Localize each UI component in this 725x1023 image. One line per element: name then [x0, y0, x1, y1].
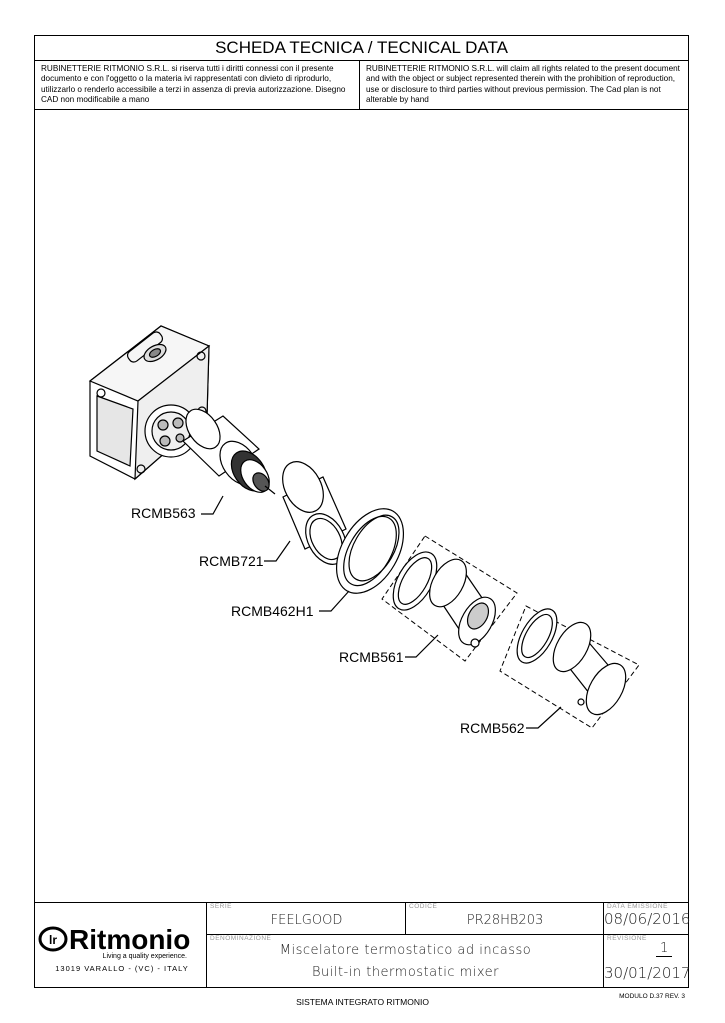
footer-system: SISTEMA INTEGRATO RITMONIO	[296, 997, 429, 1007]
leader-rcmb561	[405, 634, 439, 658]
data-revisione-value: 30/01/2017	[604, 964, 691, 982]
codice-cell: CODICE PR28HB203	[406, 903, 604, 935]
data-emissione-label: DATA EMISSIONE	[607, 903, 668, 910]
denominazione-it: Miscelatore termostatico ad incasso	[279, 943, 532, 958]
part-label-rcmb562: RCMB562	[460, 720, 525, 736]
group-rcmb562	[499, 605, 640, 729]
data-emissione-value: 08/06/2016	[604, 910, 691, 928]
denominazione-label: DENOMINAZIONE	[210, 935, 272, 942]
notice-italian: RUBINETTERIE RITMONIO S.R.L. si riserva …	[35, 60, 360, 110]
ritmonio-logo: lr Ritmonio Living a quality experience.…	[38, 924, 190, 973]
leader-rcmb462h1	[319, 590, 350, 612]
plate-rcmb462h1	[335, 508, 405, 594]
denominazione-en: Built-in thermostatic mixer	[311, 965, 500, 980]
sleeve-rcmb721	[282, 461, 347, 565]
group-rcmb561	[381, 535, 518, 662]
part-label-rcmb563: RCMB563	[131, 505, 196, 521]
serie-cell: SERIE FEELGOOD	[207, 903, 406, 935]
part-label-rcmb561: RCMB561	[339, 649, 404, 665]
part-label-rcmb462h1: RCMB462H1	[231, 603, 314, 619]
title-block: lr Ritmonio Living a quality experience.…	[35, 902, 691, 987]
page-title: SCHEDA TECNICA / TECNICAL DATA	[35, 36, 688, 61]
logo-area: lr Ritmonio Living a quality experience.…	[35, 903, 207, 987]
logo-tagline: Living a quality experience.	[103, 953, 187, 960]
logo-text: Ritmonio	[69, 924, 190, 955]
leader-rcmb563	[201, 495, 224, 515]
footer-modulo: MODULO D.37 REV. 3	[619, 993, 685, 1000]
codice-value: PR28HB203	[466, 913, 544, 928]
concealed-box	[88, 325, 211, 481]
part-label-rcmb721: RCMB721	[199, 553, 264, 569]
leader-rcmb562	[526, 706, 562, 729]
notice-english: RUBINETTERIE RITMONIO S.R.L. will claim …	[360, 60, 688, 110]
revisione-value: 1	[656, 941, 673, 957]
denominazione-cell: DENOMINAZIONE Miscelatore termostatico a…	[207, 935, 604, 987]
logo-mark: lr	[49, 933, 57, 947]
serie-label: SERIE	[210, 903, 233, 910]
sheet-frame: SCHEDA TECNICA / TECNICAL DATA RUBINETTE…	[34, 35, 691, 988]
drawing-svg: RCMB563 RCMB721 RCMB462H1 RCMB561 RCMB56…	[88, 325, 640, 736]
cartridge-rcmb563	[182, 408, 276, 495]
leader-rcmb721	[264, 540, 291, 562]
revisione-label: REVISIONE	[607, 935, 647, 942]
data-emissione-cell: DATA EMISSIONE 08/06/2016	[604, 903, 691, 935]
codice-label: CODICE	[409, 903, 438, 910]
exploded-drawing: RCMB563 RCMB721 RCMB462H1 RCMB561 RCMB56…	[35, 111, 688, 901]
revisione-cell: REVISIONE 1 30/01/2017	[604, 935, 691, 987]
serie-value: FEELGOOD	[270, 913, 343, 928]
company-address: 13019 VARALLO - (VC) - ITALY	[55, 964, 188, 973]
